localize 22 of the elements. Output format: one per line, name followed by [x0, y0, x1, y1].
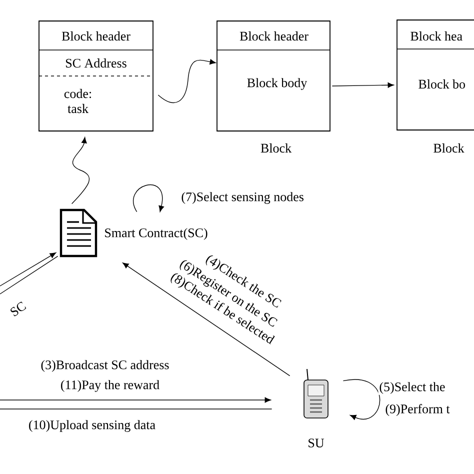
node-label: SU: [308, 438, 324, 448]
step-label: SC: [10, 302, 26, 316]
block-caption: Block: [260, 143, 292, 153]
arrow: [0, 397, 271, 403]
block-box: Block header Block body: [216, 20, 330, 132]
edge-label: (7)Select sensing nodes: [180, 191, 305, 205]
arrow: [332, 82, 394, 88]
arrow: [0, 252, 56, 286]
edge-label: (11)Pay the reward: [59, 379, 161, 393]
edge-label: (10)Upload sensing data: [27, 419, 157, 433]
step-label: (9)Perform t: [386, 404, 450, 416]
arrow: [71, 137, 90, 204]
arrow: [122, 262, 290, 376]
node-label: Smart Contract(SC): [105, 228, 208, 240]
arrow: [133, 184, 164, 212]
block-box: Block header SC Address code: task: [38, 20, 154, 132]
block-box: Block hea Block bo: [396, 20, 474, 130]
block-caption: Block: [434, 143, 464, 153]
arrow: [158, 59, 216, 104]
step-label: (3)Broadcast SC address: [41, 360, 169, 372]
edge-label: (5)Select the: [378, 381, 446, 395]
arrow: [342, 379, 380, 420]
